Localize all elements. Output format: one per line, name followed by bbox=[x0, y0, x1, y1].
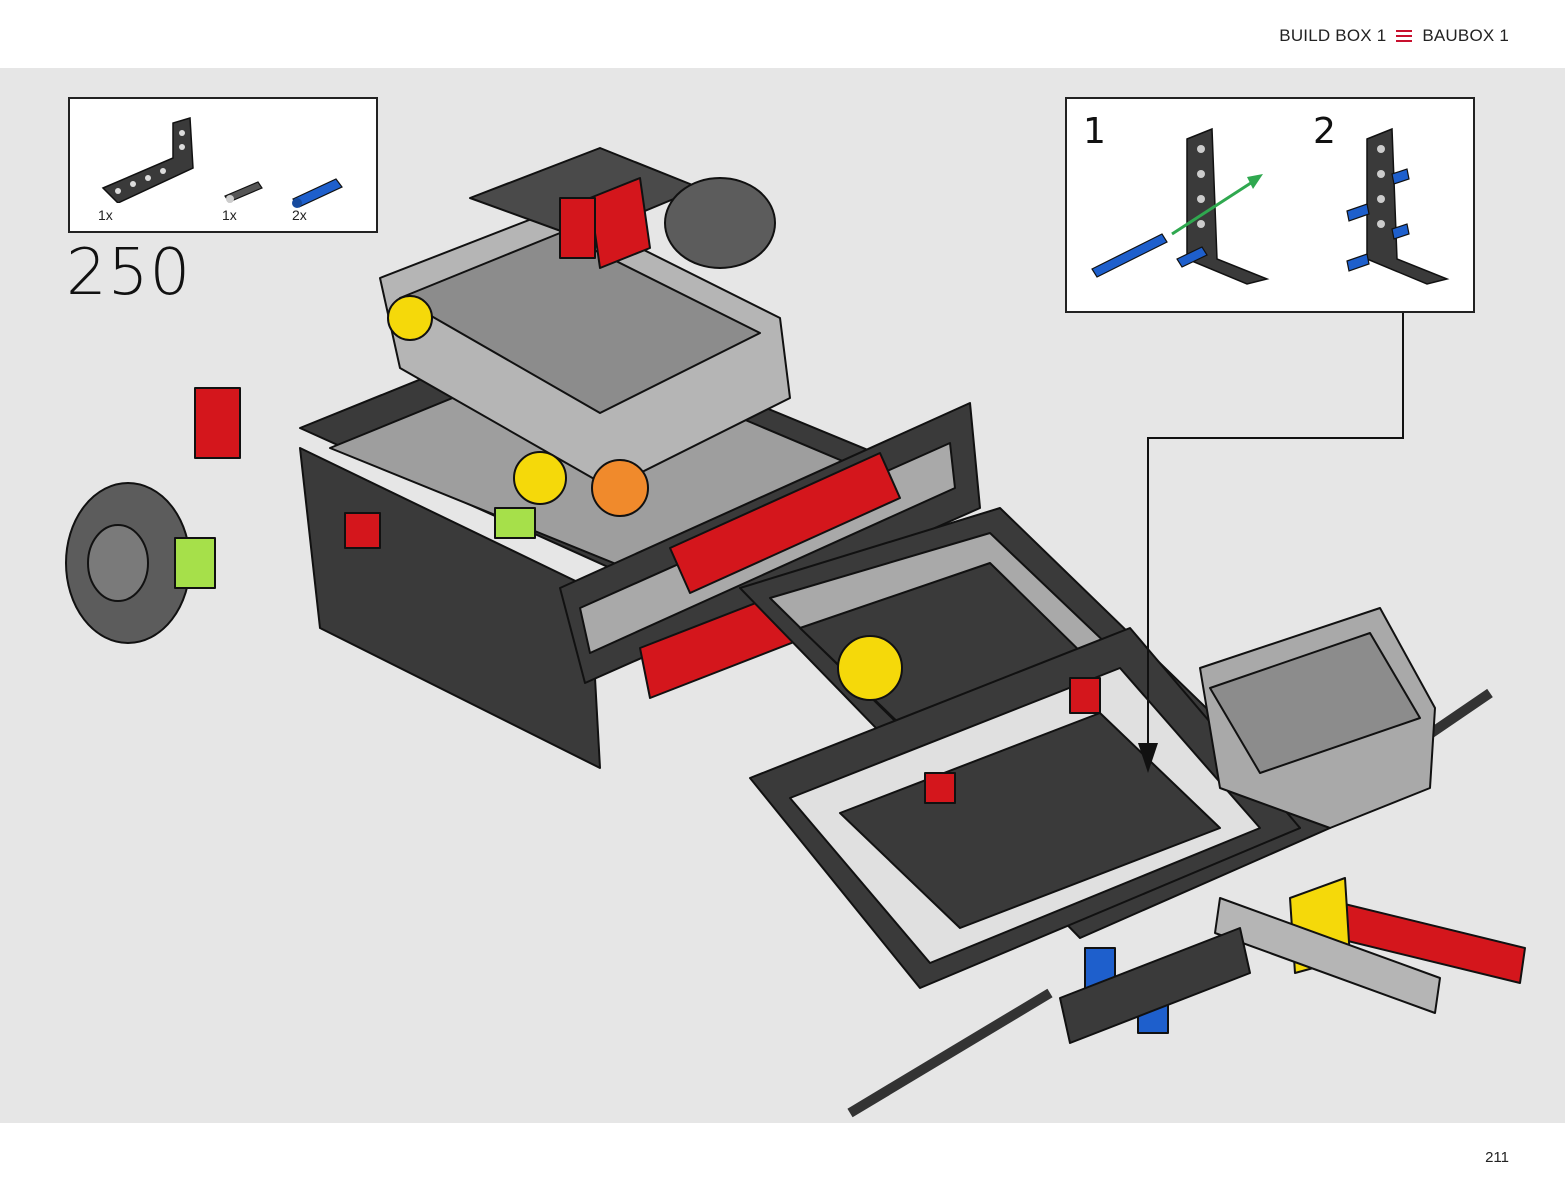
build-box-label: BUILD BOX 1 bbox=[1279, 26, 1387, 45]
part-qty-l-beam: 1x bbox=[98, 207, 113, 223]
page-number: 211 bbox=[1485, 1149, 1509, 1166]
substep-callout-box: 1 2 bbox=[1065, 97, 1475, 313]
baubox-label: BAUBOX 1 bbox=[1422, 26, 1509, 45]
l-beam-part-icon bbox=[101, 117, 194, 203]
substep-label-1: 1 bbox=[1083, 111, 1106, 152]
page-header: BUILD BOX 1 BAUBOX 1 bbox=[0, 0, 1565, 68]
substep-2-illustration bbox=[1346, 127, 1450, 285]
page-footer bbox=[0, 1123, 1565, 1191]
step-number: 250 bbox=[66, 236, 192, 310]
substep-1-illustration bbox=[1091, 127, 1270, 285]
axle-pin-part-icon bbox=[224, 181, 263, 203]
substep-label-2: 2 bbox=[1313, 111, 1336, 152]
chassis-model-illustration bbox=[65, 147, 1526, 1118]
header-breadcrumb: BUILD BOX 1 BAUBOX 1 bbox=[1279, 26, 1509, 46]
three-lines-icon bbox=[1396, 30, 1413, 42]
part-qty-axle-pin: 1x bbox=[222, 207, 237, 223]
part-qty-blue-pin: 2x bbox=[292, 207, 307, 223]
blue-pin-part-icon bbox=[292, 178, 343, 208]
parts-list-box: 1x 1x 2x bbox=[68, 97, 378, 233]
